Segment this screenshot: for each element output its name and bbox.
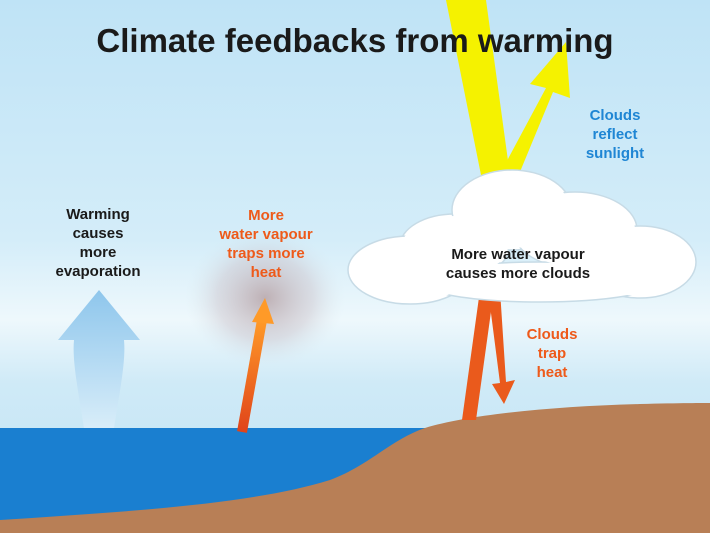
diagram-title: Climate feedbacks from warming <box>96 22 614 59</box>
evaporation-label-line: more <box>79 244 117 261</box>
cloud-label-line: causes more clouds <box>445 265 591 282</box>
trap-label-line: heat <box>536 364 568 381</box>
cloud-label: More water vapour causes more clouds <box>418 245 618 283</box>
reflect-label-line: sunlight <box>585 145 645 162</box>
trap-label-line: trap <box>537 345 567 362</box>
reflected-sunlight-arrow <box>486 42 570 200</box>
reflect-label-line: reflect <box>592 126 638 143</box>
evaporation-label-line: causes <box>72 225 124 242</box>
water-vapour-heat-arrow <box>237 298 274 433</box>
evaporation-label-line: Warming <box>66 206 130 223</box>
evaporation-arrow <box>58 290 140 428</box>
sunlight-beam <box>446 0 512 200</box>
evaporation-label-line: evaporation <box>55 263 141 280</box>
water-vapour-label-line: More <box>248 207 284 224</box>
evaporation-label: Warming causes more evaporation <box>38 205 158 281</box>
reflect-label: Clouds reflect sunlight <box>570 106 660 163</box>
water-vapour-label-line: traps more <box>227 245 305 262</box>
water-vapour-label: More water vapour traps more heat <box>200 206 332 282</box>
land <box>0 403 710 533</box>
reflect-label-line: Clouds <box>589 107 641 124</box>
water-vapour-label-line: heat <box>250 264 282 281</box>
trap-label: Clouds trap heat <box>512 325 592 382</box>
cloud-heat-arrows <box>462 290 515 420</box>
water-vapour-label-line: water vapour <box>219 226 313 243</box>
trap-label-line: Clouds <box>526 326 578 343</box>
cloud-label-line: More water vapour <box>451 246 585 263</box>
